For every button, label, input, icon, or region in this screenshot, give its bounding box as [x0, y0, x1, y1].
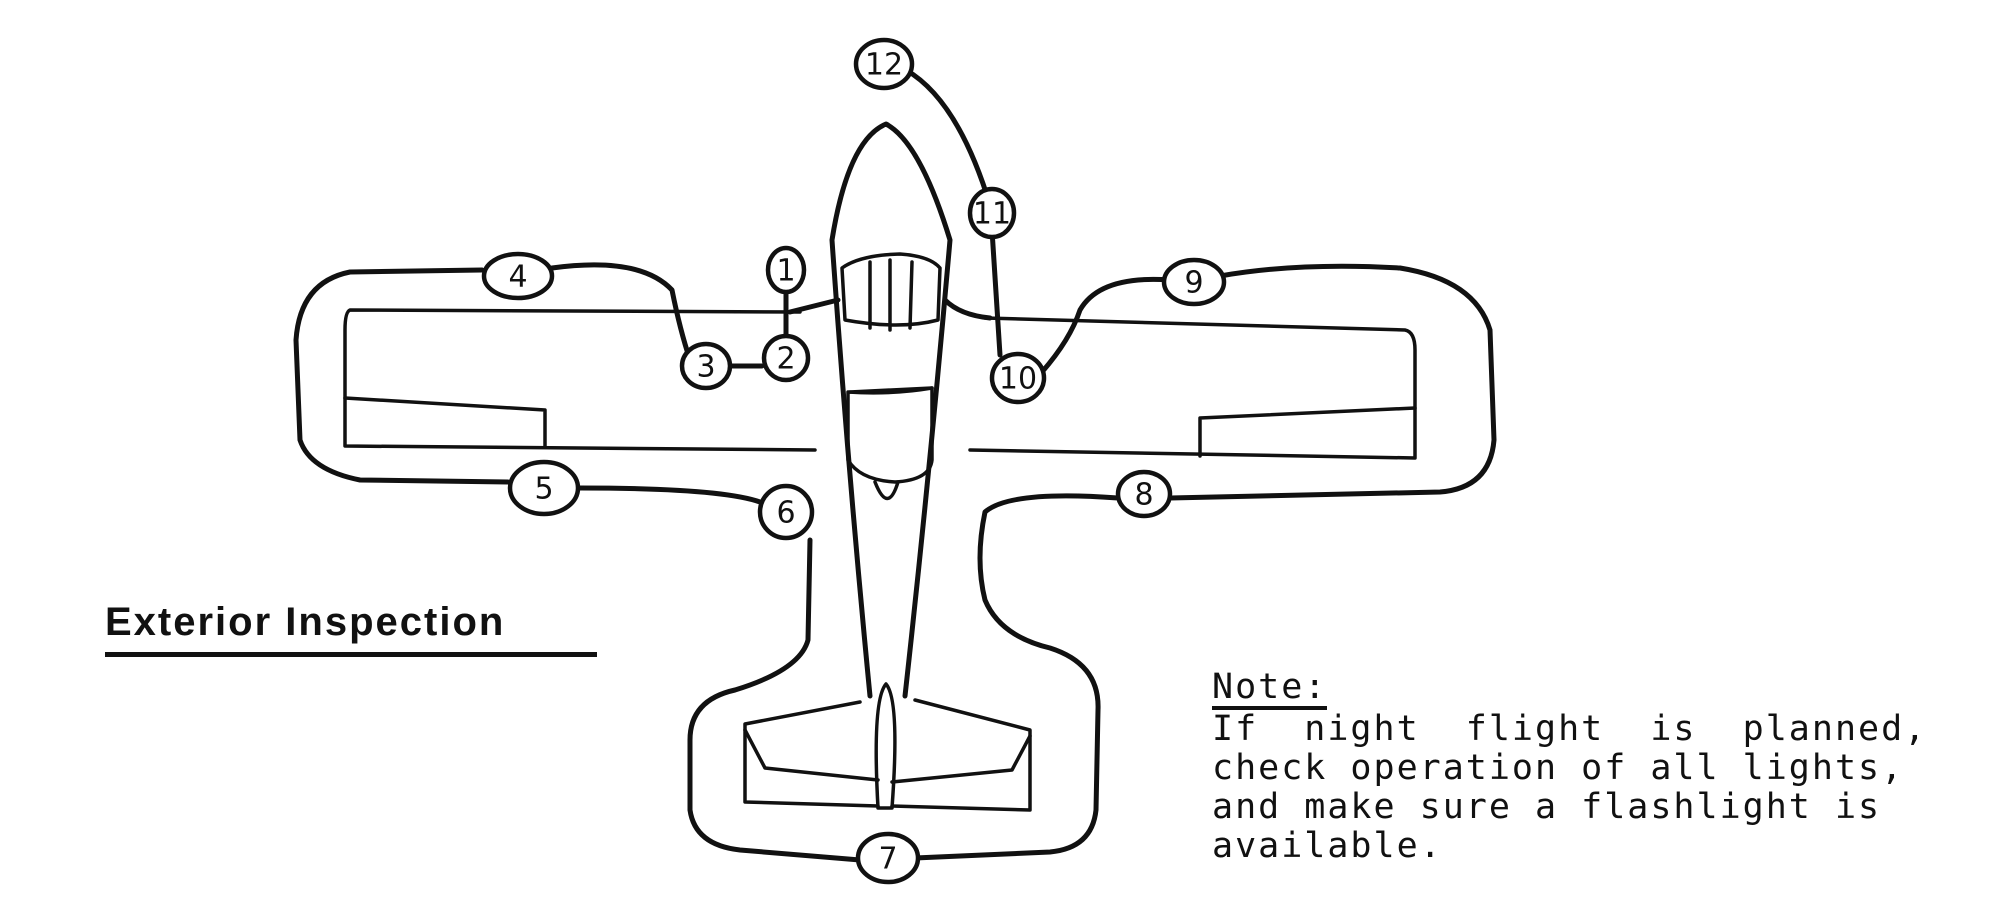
path-segment-5-to-4	[293, 267, 511, 485]
marker-12: 12	[853, 37, 915, 91]
marker-2: 2	[761, 333, 811, 383]
marker-4: 4	[481, 251, 555, 301]
title-underline	[105, 652, 597, 657]
path-segment-12-to-11	[903, 67, 993, 208]
path-segment-2-to-fuselage	[787, 297, 841, 315]
note-body: If night flight is planned, check operat…	[1212, 709, 1928, 866]
marker-12-label: 12	[865, 48, 903, 83]
marker-10-label: 10	[999, 362, 1037, 397]
inspection-path	[293, 67, 1497, 863]
canopy	[840, 252, 942, 327]
horizontal-stabilizer	[743, 698, 1032, 812]
path-segment-10-to-fuselage	[942, 297, 993, 321]
marker-10: 10	[989, 351, 1047, 405]
right-wing	[968, 316, 1417, 460]
marker-11-label: 11	[973, 197, 1011, 232]
diagram-title: Exterior Inspection	[105, 600, 506, 644]
marker-8: 8	[1115, 469, 1173, 519]
marker-6: 6	[757, 483, 815, 541]
airplane-outline	[343, 121, 1417, 812]
path-segment-4-to-3	[549, 262, 693, 363]
canopy-divider	[848, 386, 934, 394]
path-segment-7-to-6	[687, 537, 863, 863]
marker-4-label: 4	[508, 260, 527, 295]
marker-7-label: 7	[878, 842, 897, 877]
marker-2-label: 2	[776, 342, 795, 377]
rear-canopy	[846, 386, 934, 484]
path-segment-11-to-10	[989, 227, 1003, 358]
marker-7: 7	[855, 831, 921, 885]
marker-6-label: 6	[776, 496, 795, 531]
tail-cone	[873, 480, 900, 501]
vertical-tail	[874, 682, 897, 810]
right-aileron	[1198, 406, 1417, 458]
marker-3: 3	[679, 341, 733, 391]
left-wing	[343, 308, 817, 452]
marker-8-label: 8	[1134, 478, 1153, 513]
marker-5-label: 5	[534, 472, 553, 507]
note-heading: Note:	[1212, 669, 1328, 710]
canopy-frame	[868, 258, 914, 332]
path-segment-8-to-7	[912, 493, 1121, 861]
note-block: Note: If night flight is planned, check …	[1212, 668, 1982, 866]
path-segment-9-to-8	[1167, 263, 1497, 501]
path-segment-10-to-9	[1039, 276, 1173, 375]
marker-11: 11	[967, 186, 1017, 240]
marker-9: 9	[1161, 257, 1227, 307]
path-segment-6-to-5	[577, 485, 763, 505]
marker-3-label: 3	[696, 350, 715, 385]
elevators	[743, 728, 1032, 784]
marker-1-label: 1	[776, 254, 795, 289]
marker-1: 1	[765, 245, 807, 295]
marker-5: 5	[507, 459, 581, 517]
left-aileron	[343, 396, 547, 448]
marker-9-label: 9	[1184, 266, 1203, 301]
